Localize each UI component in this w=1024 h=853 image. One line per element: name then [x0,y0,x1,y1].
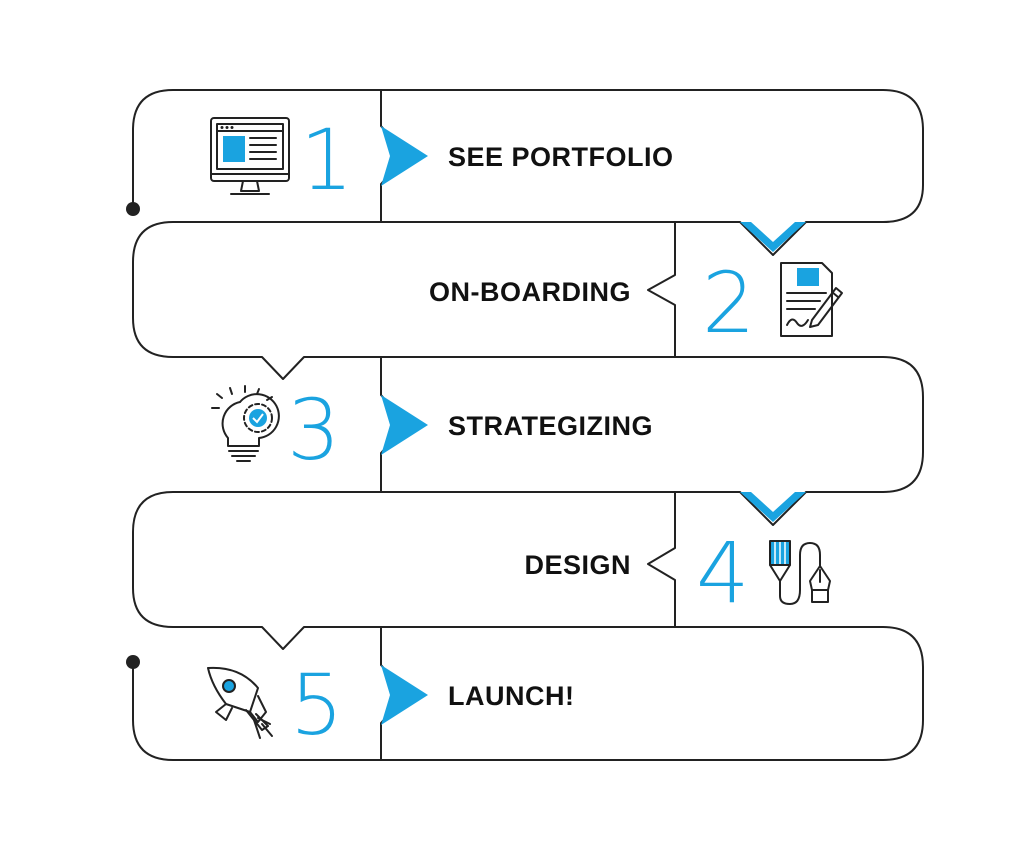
step-number: 1 [300,111,353,209]
end-dot [126,655,140,669]
step-label: LAUNCH! [448,681,574,711]
step-label: STRATEGIZING [448,411,653,441]
step-label: ON-BOARDING [429,277,631,307]
chevron-down-icon [740,222,806,252]
step-3: 3 STRATEGIZING [211,381,653,479]
step-number: 5 [290,656,343,754]
step-1: 1 SEE PORTFOLIO [210,111,674,209]
step-number: 3 [287,381,340,479]
lightbulb-gear-icon [211,385,280,462]
web-page-monitor-icon [210,117,290,195]
chevron-right-icon [381,395,428,455]
contract-document-pen-icon [780,262,843,337]
step-4: DESIGN 4 [524,524,831,622]
divider-row-4 [647,491,676,628]
step-label: SEE PORTFOLIO [448,142,674,172]
chevron-right-icon [381,665,428,725]
process-outline [132,89,924,761]
start-dot [126,202,140,216]
step-5: 5 LAUNCH! [207,656,574,754]
chevron-down-icon [740,492,806,522]
step-number: 2 [702,254,755,352]
chevron-right-icon [381,126,428,186]
step-2: ON-BOARDING 2 [429,254,843,352]
rocket-icon [207,666,273,739]
step-number: 4 [696,524,749,622]
marker-pen-nib-icon [769,540,831,605]
step-label: DESIGN [524,550,631,580]
divider-row-2 [647,221,676,358]
